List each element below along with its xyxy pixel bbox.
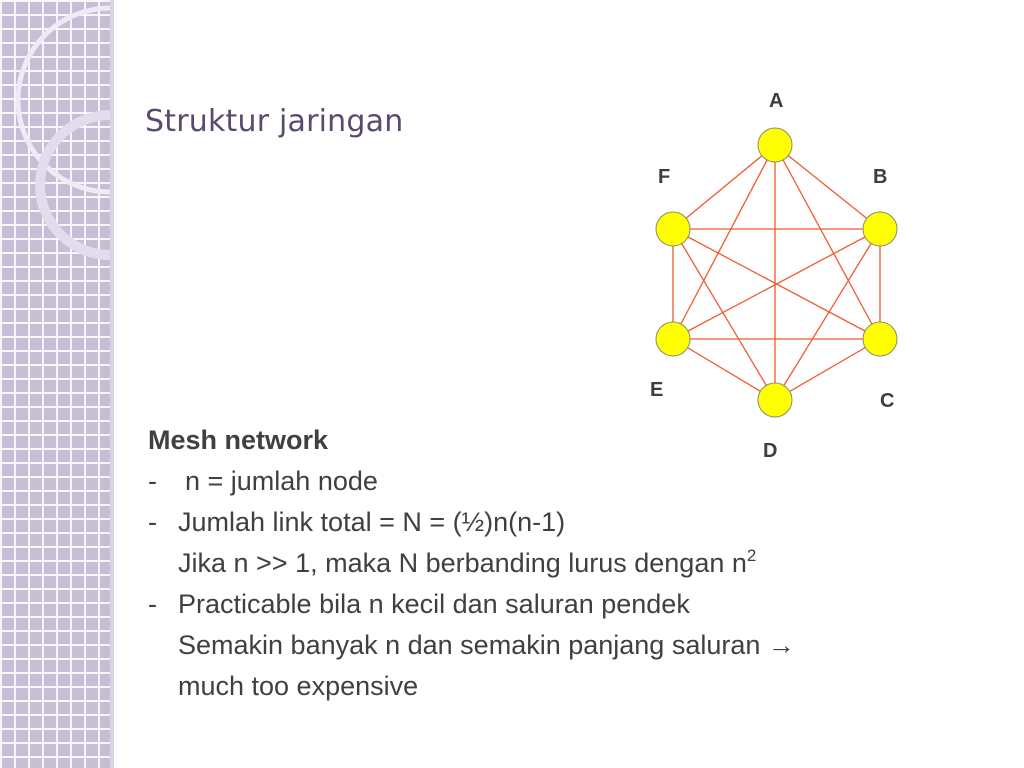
link-a-b <box>774 144 881 230</box>
bullet-3-line-2: Semakin banyak n dan semakin panjang sal… <box>178 630 795 660</box>
bullet-2-line-1: Jumlah link total = N = (½)n(n-1) <box>178 507 566 537</box>
bullet-1-marker: - <box>148 466 157 496</box>
node-label-f: F <box>658 166 670 188</box>
bullet-3-line-3: much too expensive <box>178 671 419 701</box>
node-d <box>757 382 793 418</box>
link-b-d <box>774 228 881 401</box>
node-b <box>862 211 898 247</box>
bullet-1: - n = jumlah node <box>148 461 1008 502</box>
link-c-f <box>672 228 881 340</box>
bullet-2-superscript: 2 <box>746 546 757 565</box>
link-a-f <box>672 144 776 230</box>
node-f <box>655 211 691 247</box>
bullet-2-line-2: Jika n >> 1, maka N berbanding lurus den… <box>178 548 747 578</box>
mesh-links <box>672 144 881 401</box>
link-a-c <box>774 144 881 340</box>
content-heading: Mesh network <box>148 425 329 455</box>
slide-body: Mesh network - n = jumlah node - Jumlah … <box>148 420 1008 707</box>
decorative-circles <box>15 5 112 260</box>
mesh-network-diagram: A B C D E F <box>650 90 898 462</box>
bullet-2-marker: - <box>148 507 157 537</box>
link-c-d <box>774 338 881 401</box>
node-e <box>655 321 691 357</box>
link-a-e <box>672 144 776 340</box>
link-d-e <box>672 338 776 401</box>
link-d-f <box>672 228 776 401</box>
node-c <box>862 321 898 357</box>
mesh-nodes <box>655 127 898 418</box>
bullet-3: - Practicable bila n kecil dan saluran p… <box>148 584 1008 707</box>
node-label-e: E <box>650 379 663 401</box>
node-label-c: C <box>880 390 894 412</box>
decorative-side-band <box>0 0 112 768</box>
node-a <box>757 127 793 163</box>
bullet-3-marker: - <box>148 589 157 619</box>
bullet-2: - Jumlah link total = N = (½)n(n-1) Jika… <box>148 502 1008 584</box>
node-label-a: A <box>769 90 783 112</box>
side-band-edge <box>110 0 114 768</box>
bullet-2-line-2-wrap: Jika n >> 1, maka N berbanding lurus den… <box>178 543 1008 584</box>
node-label-d: D <box>763 440 777 462</box>
bullet-1-line-1: n = jumlah node <box>185 466 378 496</box>
bullet-3-line-1: Practicable bila n kecil dan saluran pen… <box>178 589 690 619</box>
slide-title: Struktur jaringan <box>145 104 404 139</box>
node-label-b: B <box>873 166 887 188</box>
